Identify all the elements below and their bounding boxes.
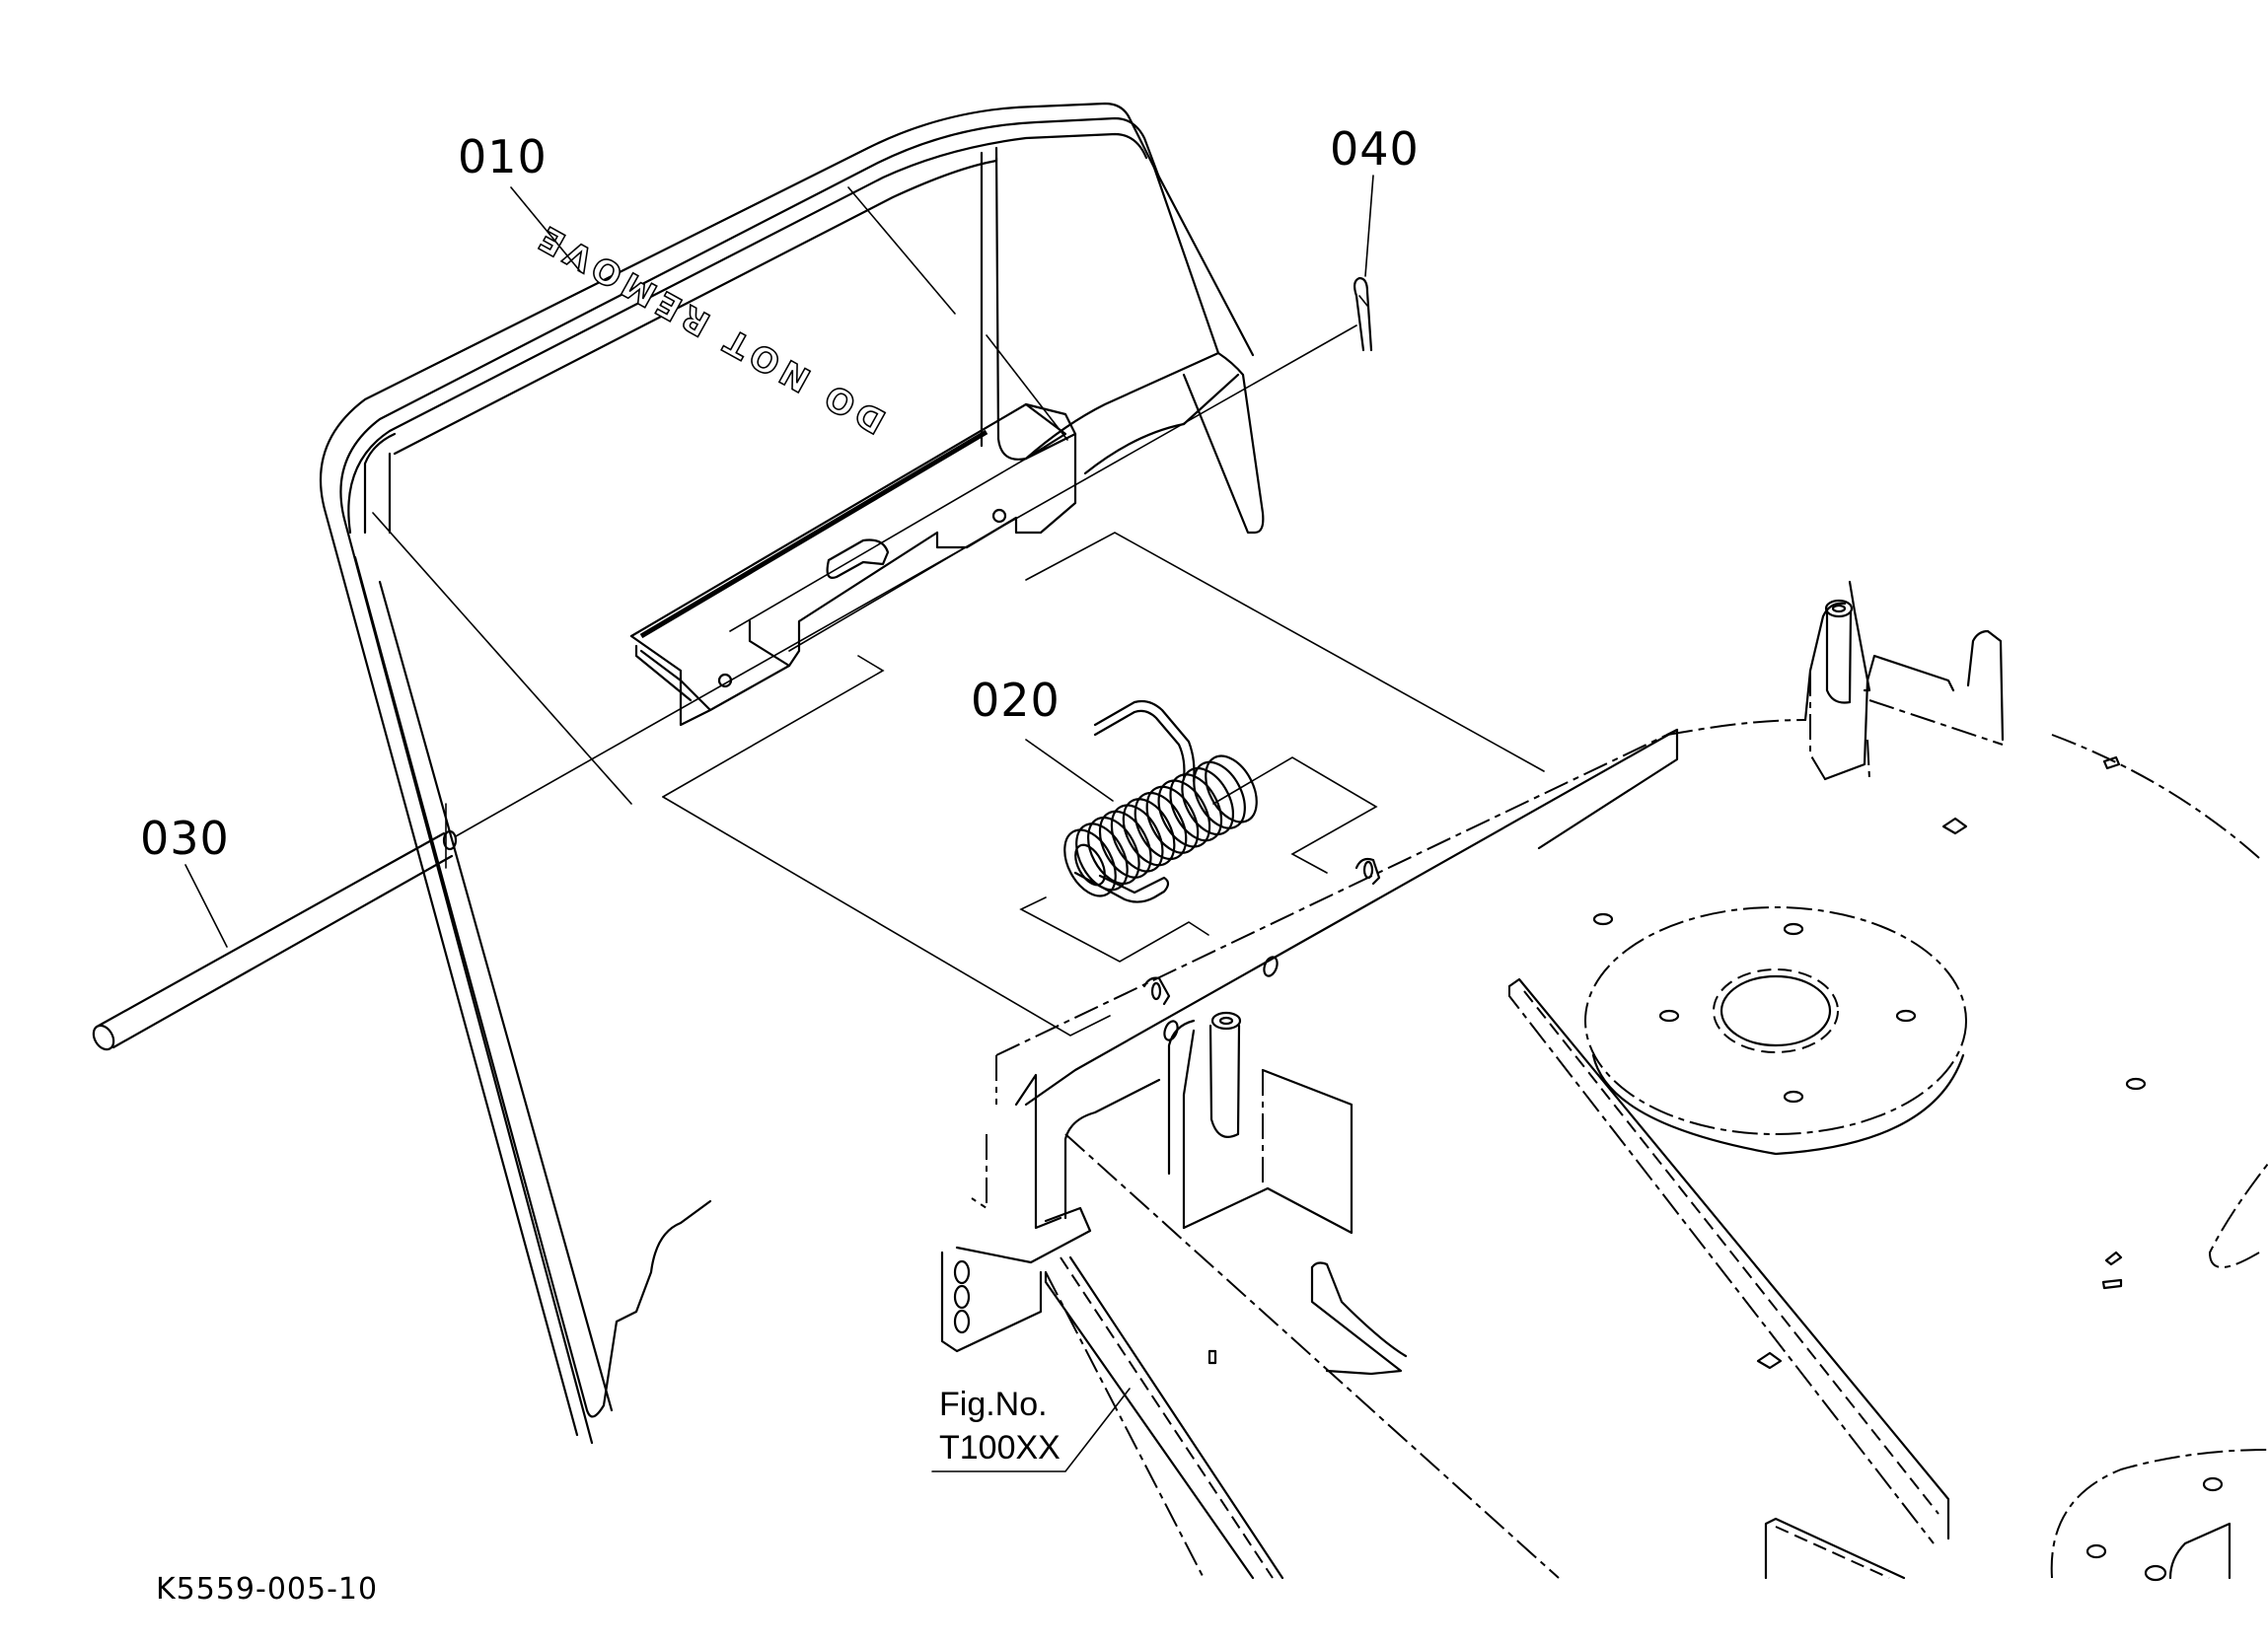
callout-010: 010 xyxy=(458,130,548,183)
spring-bore xyxy=(1074,843,1106,887)
hinge-pin-part xyxy=(92,324,1357,1051)
leader-fig xyxy=(931,1388,1131,1472)
spring-coil xyxy=(1205,754,1258,823)
callout-040: 040 xyxy=(1330,122,1420,176)
leader-lines xyxy=(184,175,1374,1472)
cotter-pin-part xyxy=(1353,276,1373,352)
spring-coil xyxy=(1086,816,1140,886)
spring-coil xyxy=(1063,828,1117,897)
deck-assembly xyxy=(940,580,2268,1582)
leader-040 xyxy=(1364,175,1374,277)
spring-coil xyxy=(1169,773,1223,842)
leader-010 xyxy=(510,186,581,272)
spring-coil xyxy=(1193,760,1246,829)
spring-coil xyxy=(1110,804,1164,873)
spring-coil xyxy=(1181,766,1235,836)
callout-030: 030 xyxy=(140,812,230,865)
spring-coil xyxy=(1075,823,1129,892)
fig-label: Fig.No. xyxy=(939,1386,1048,1423)
spring-coil xyxy=(1134,791,1188,861)
base-sheet xyxy=(662,532,1545,1037)
leader-030 xyxy=(184,864,228,948)
deflector-part: DO NOT REMOVE xyxy=(319,102,1265,1445)
spring-coil xyxy=(1098,810,1152,879)
spring-part xyxy=(1019,699,1378,963)
leader-020 xyxy=(1025,739,1114,802)
fig-number: T100XX xyxy=(939,1429,1061,1467)
spring-coil xyxy=(1145,785,1200,854)
drawing-code: K5559-005-10 xyxy=(156,1572,379,1607)
spring-coil xyxy=(1122,798,1176,867)
spring-coil xyxy=(1157,779,1211,848)
callout-020: 020 xyxy=(971,674,1061,727)
